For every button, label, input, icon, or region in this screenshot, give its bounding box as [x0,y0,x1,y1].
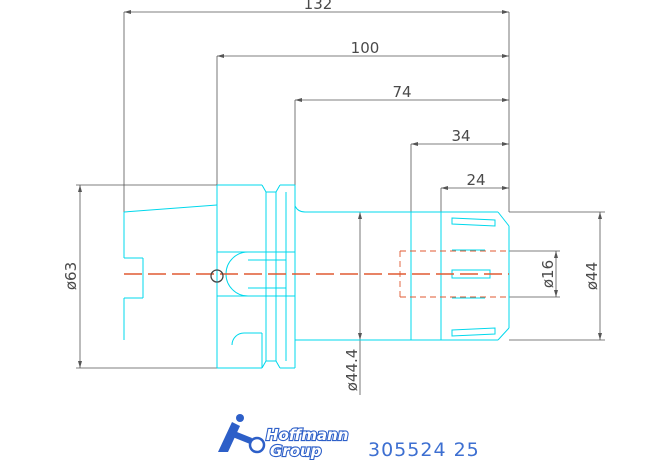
part-number: 305524 25 [368,439,480,460]
dim-length-34: 34 [451,127,470,145]
logo-figure-icon [218,414,266,454]
dimension-lines [76,11,605,395]
part-outline [123,184,510,369]
dim-overall-length: 132 [304,0,333,13]
dim-nose-diameter: ø44 [583,262,601,290]
dim-bore-diameter: ø16 [539,260,557,288]
dim-length-24: 24 [466,171,485,189]
dim-shank-diameter: ø44.4 [343,349,361,392]
datum-point [210,269,224,283]
logo-line1: Hoffmann [266,426,348,444]
logo-line2: Group [270,442,322,460]
dim-length-100: 100 [351,39,380,57]
dimension-arrows [78,10,602,368]
dim-flange-diameter: ø63 [62,262,80,290]
hoffmann-logo: Hoffmann Group [218,414,350,460]
dim-length-74: 74 [392,83,411,101]
